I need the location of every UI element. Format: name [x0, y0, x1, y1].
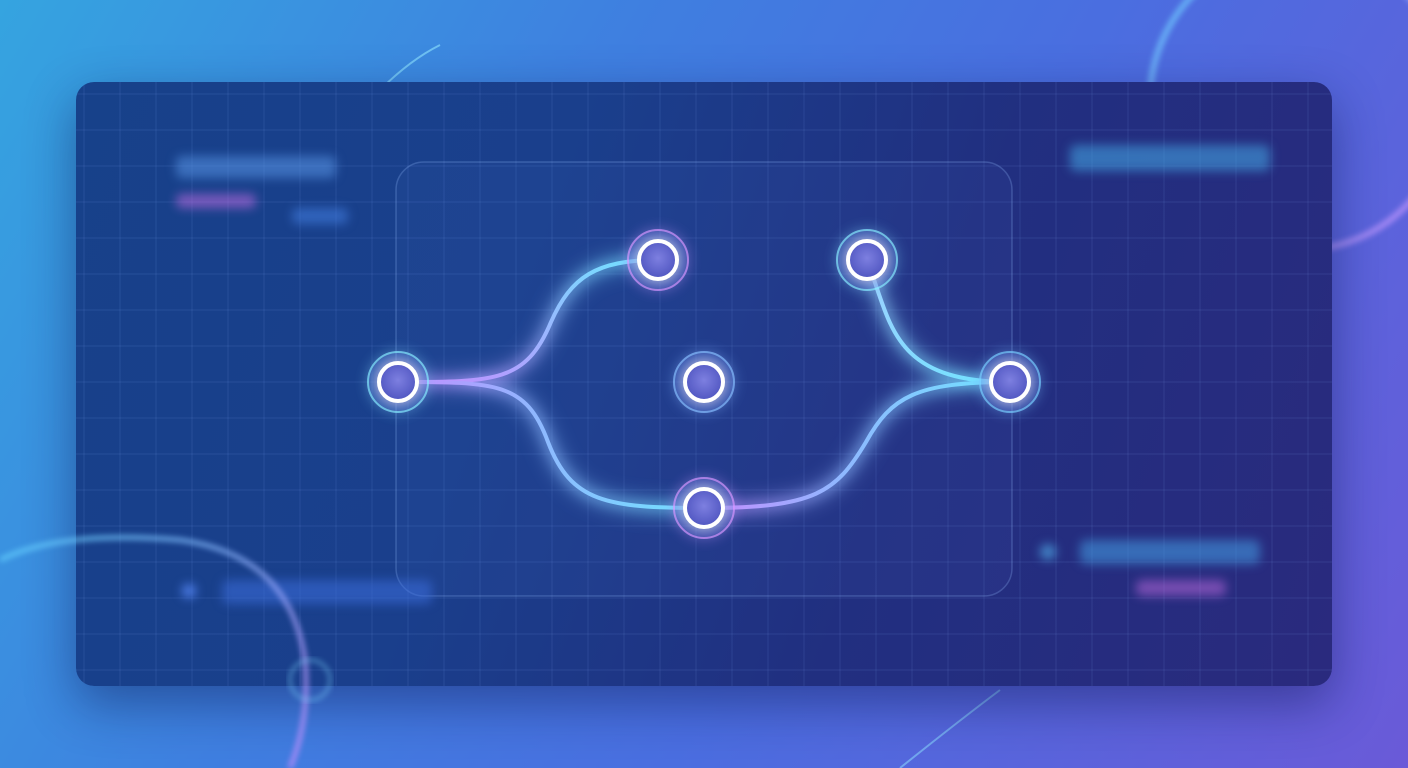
- node-upper-left[interactable]: [627, 229, 689, 291]
- decor-arc-bottom: [899, 689, 1001, 768]
- workflow-node-icon: [377, 361, 419, 403]
- workflow-node-icon: [846, 239, 888, 281]
- workflow-node-icon: [683, 487, 725, 529]
- node-start[interactable]: [367, 351, 429, 413]
- edge-start-to-lower: [396, 380, 706, 510]
- nodes-layer: [367, 229, 1041, 539]
- edge-lower-to-end: [702, 380, 1012, 510]
- workflow-node-icon: [989, 361, 1031, 403]
- workflow-node-icon: [637, 239, 679, 281]
- workflow-diagram: [76, 82, 1332, 686]
- node-end[interactable]: [979, 351, 1041, 413]
- workflow-node-icon: [683, 361, 725, 403]
- node-lower[interactable]: [673, 477, 735, 539]
- edges-layer: [396, 258, 1012, 510]
- node-center[interactable]: [673, 351, 735, 413]
- node-upper-right[interactable]: [836, 229, 898, 291]
- diagram-card: [76, 82, 1332, 686]
